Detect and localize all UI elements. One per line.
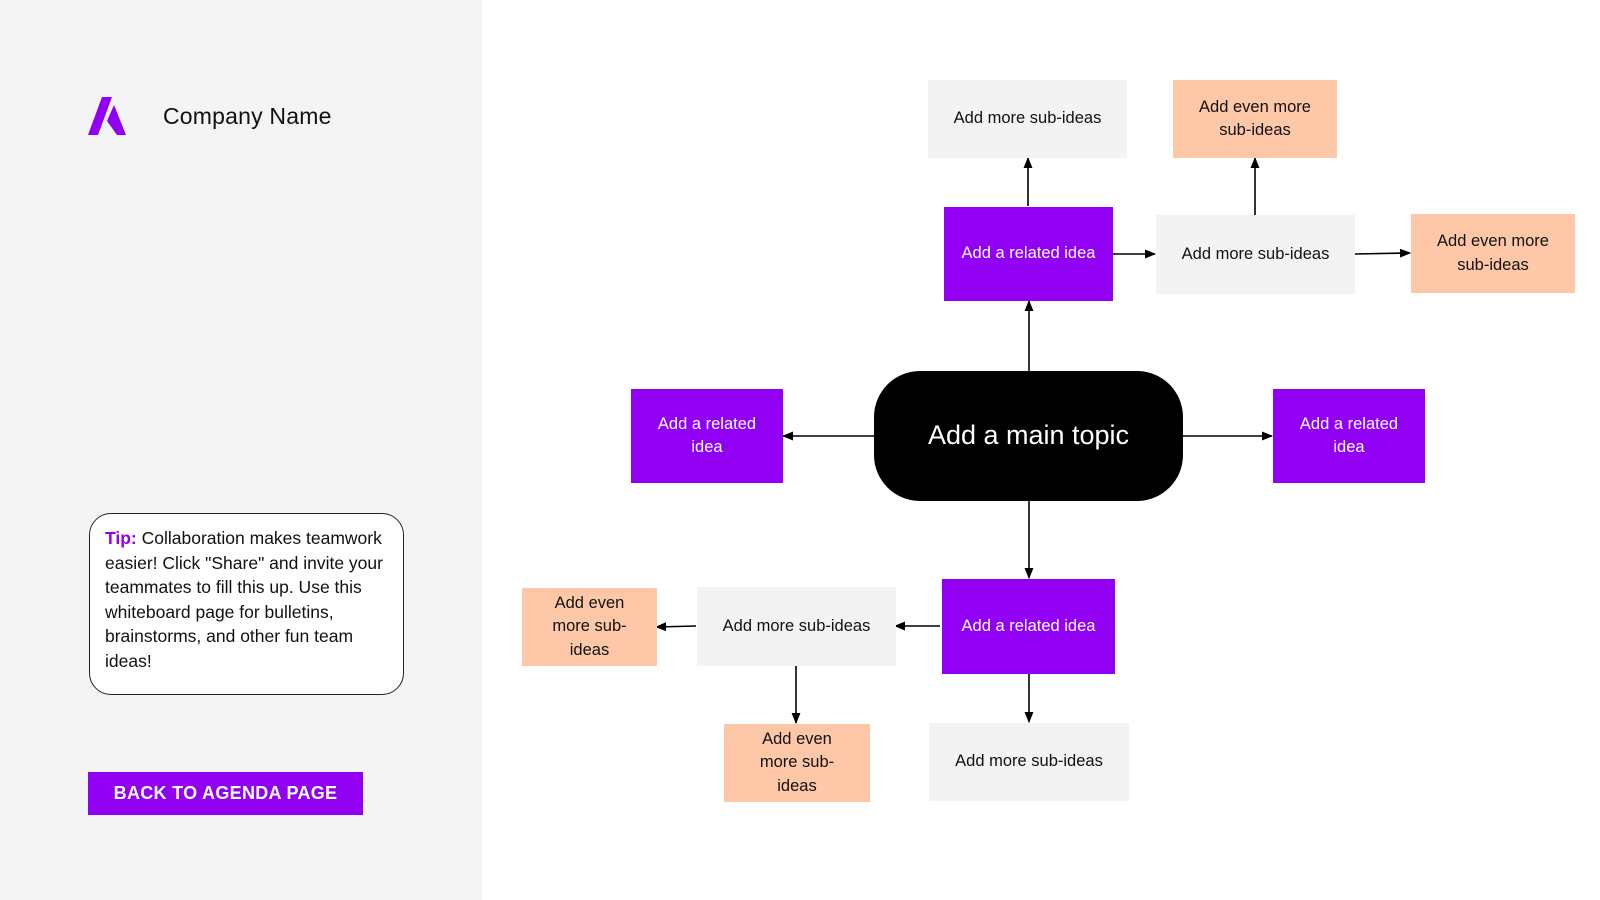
connector-sub-right-to-even-right (1354, 248, 1412, 258)
even-more-idea-bottom-below[interactable]: Add even more sub-ideas (724, 724, 870, 802)
company-name: Company Name (163, 103, 332, 129)
sub-idea-top-right[interactable]: Add more sub-ideas (1156, 215, 1355, 294)
sidebar-panel: Company Name Tip: Collaboration makes te… (0, 0, 482, 900)
sub-idea-bottom-left[interactable]: Add more sub-ideas (697, 587, 896, 666)
even-more-idea-top-above[interactable]: Add even more sub-ideas (1173, 80, 1337, 158)
back-to-agenda-button[interactable]: BACK TO AGENDA PAGE (88, 772, 363, 815)
main-topic-node[interactable]: Add a main topic (874, 371, 1183, 501)
related-idea-right[interactable]: Add a related idea (1273, 389, 1425, 483)
tip-label: Tip: (105, 528, 137, 548)
related-idea-top[interactable]: Add a related idea (944, 207, 1113, 301)
tip-box: Tip: Collaboration makes teamwork easier… (89, 513, 404, 695)
even-more-idea-bottom-left[interactable]: Add even more sub-ideas (522, 588, 657, 666)
related-idea-bottom[interactable]: Add a related idea (942, 579, 1115, 674)
connector-sub-left-to-even-left (654, 622, 697, 632)
even-more-idea-top-right[interactable]: Add even more sub-ideas (1411, 214, 1575, 293)
sub-idea-top-above[interactable]: Add more sub-ideas (928, 80, 1127, 158)
company-logo-icon (88, 97, 126, 135)
related-idea-left[interactable]: Add a related idea (631, 389, 783, 483)
sub-idea-bottom-below[interactable]: Add more sub-ideas (929, 723, 1129, 801)
tip-text: Collaboration makes teamwork easier! Cli… (105, 528, 383, 671)
